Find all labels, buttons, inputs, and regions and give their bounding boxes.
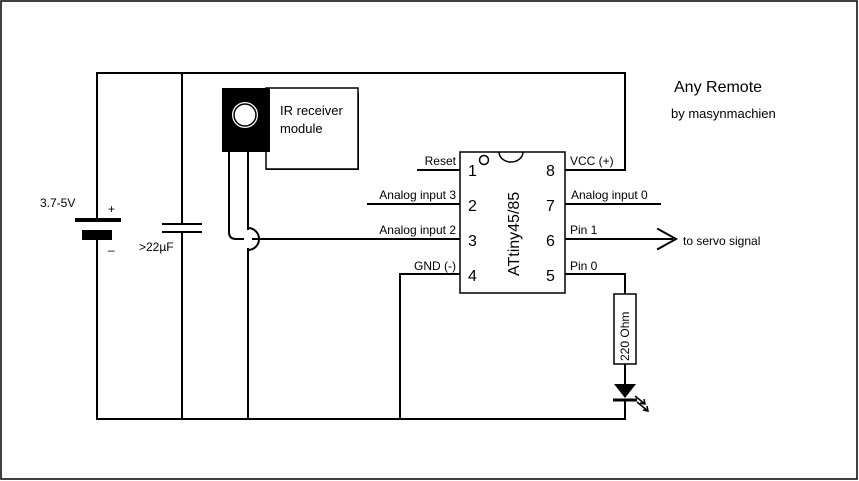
ic-pin1-number: 1 — [468, 163, 477, 180]
battery-minus-sign: – — [108, 243, 115, 257]
led — [613, 384, 649, 412]
ic-pin6-label: Pin 1 — [570, 223, 598, 237]
ic-pin4-label: GND (-) — [414, 259, 456, 273]
ic-pin1-label: Reset — [425, 154, 457, 168]
wire-crossing-gap — [244, 230, 252, 248]
gnd-wire — [399, 273, 461, 420]
ic-pin5-label: Pin 0 — [570, 259, 598, 273]
ic-pin6-number: 6 — [546, 233, 555, 250]
vcc-wire — [96, 72, 626, 219]
ir-module-label-line1: IR receiver — [280, 103, 344, 118]
led-light-arrow-2 — [636, 401, 649, 412]
ic-pin8-number: 8 — [546, 163, 555, 180]
resistor-value-label: 220 Ohm — [618, 312, 632, 361]
ic-pin7-number: 7 — [546, 198, 555, 215]
ir-receiver: IR receiver module — [222, 87, 359, 170]
led-diode-icon — [614, 384, 636, 398]
ic-pin2-label: Analog input 3 — [379, 188, 456, 202]
ir-signal-wire — [228, 151, 461, 240]
ir-module-box — [265, 87, 359, 170]
ic-body — [459, 151, 566, 294]
ir-lens-inner-icon — [233, 103, 257, 127]
diagram-title: Any Remote — [674, 79, 762, 96]
capacitor-value-label: >22µF — [139, 240, 174, 254]
battery-plus-sign: + — [108, 202, 115, 216]
ir-module-label-line2: module — [280, 121, 323, 136]
capacitor: >22µF — [139, 223, 202, 254]
wire-crossing-hop — [246, 226, 260, 252]
led-light-arrow-1 — [634, 395, 646, 405]
ic-pin1-dot — [478, 154, 490, 166]
ic-name-label: ATtiny45/85 — [506, 192, 523, 276]
ic-pin2-number: 2 — [468, 198, 477, 215]
pin0-wire — [564, 273, 626, 295]
battery-positive-plate — [75, 218, 121, 222]
ic-pin3-number: 3 — [468, 233, 477, 250]
output-label: to servo signal — [683, 234, 760, 248]
ic-chip: ATtiny45/85 1 2 3 4 8 7 6 5 Reset Analog… — [379, 151, 648, 294]
diagram-author: by masynmachien — [671, 106, 776, 121]
ic-notch — [498, 151, 524, 163]
battery-negative-plate — [82, 230, 112, 240]
ir-lens-icon — [230, 100, 260, 130]
ic-pin3-label: Analog input 2 — [379, 223, 456, 237]
battery: 3.7-5V + – — [40, 196, 121, 257]
ic-pin8-label: VCC (+) — [570, 154, 614, 168]
ic-pin4-number: 4 — [468, 268, 477, 285]
output-arrow-head — [656, 227, 679, 251]
resistor-body — [613, 293, 637, 365]
ic-pin5-number: 5 — [546, 268, 555, 285]
ic-pin7-label: Analog input 0 — [571, 188, 648, 202]
resistor: 220 Ohm — [613, 293, 637, 365]
battery-voltage-label: 3.7-5V — [40, 196, 75, 210]
